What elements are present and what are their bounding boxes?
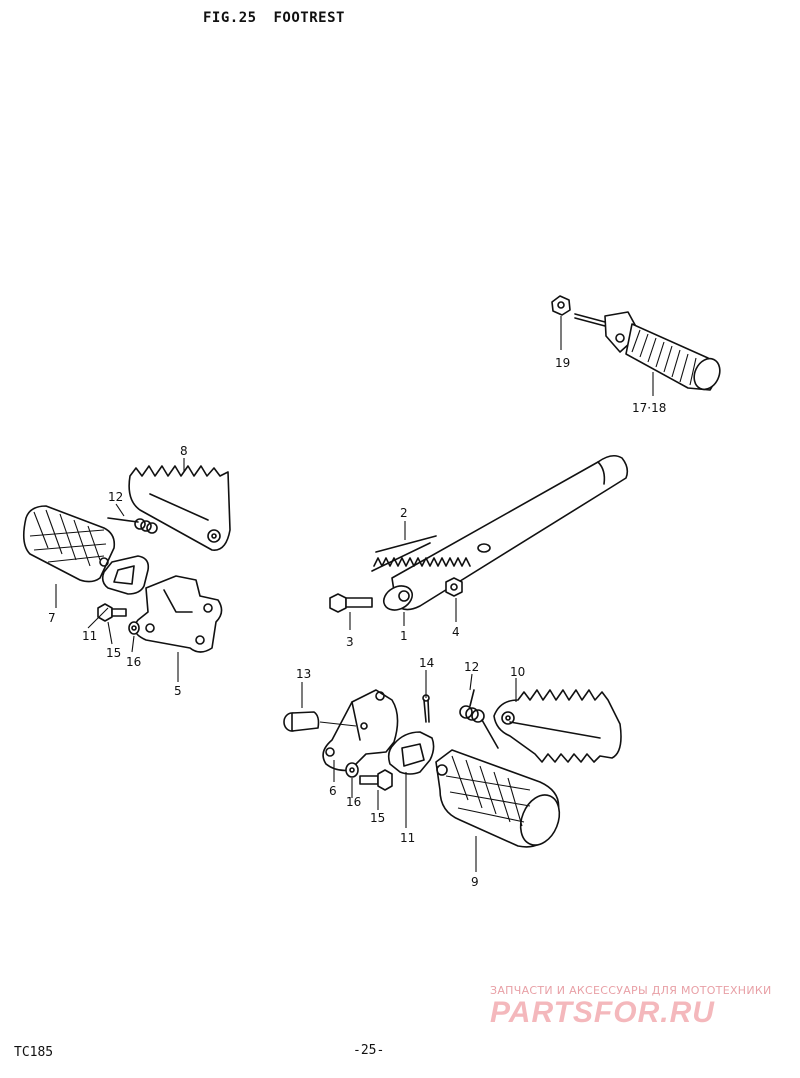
nut-part-19: [551, 295, 571, 316]
left-washer-plate-part-11: [101, 555, 150, 595]
callout-7: 7: [48, 611, 56, 625]
right-bracket-part-6: [322, 689, 399, 772]
callout-1: 1: [400, 629, 408, 643]
page-title: FIG.25 FOOTREST: [203, 10, 345, 26]
callout-6: 6: [329, 784, 337, 798]
callout-16-right: 16: [346, 795, 361, 809]
rear-footrest-rubber-part-17-18: [574, 311, 721, 391]
callout-10: 10: [510, 665, 525, 679]
pivot-pin-part-13: [283, 711, 320, 732]
right-peg-spring-part-12: [459, 689, 499, 749]
callout-12-right: 12: [464, 660, 479, 674]
stand-nut-part-4: [445, 577, 463, 597]
cotter-pin-part-14: [422, 694, 430, 723]
right-footrest-rubber-part-9: [435, 749, 561, 848]
stand-spring-part-2: [371, 535, 471, 572]
callout-11-right: 11: [400, 831, 415, 845]
callout-14: 14: [419, 656, 434, 670]
callout-17-18: 17·18: [632, 401, 666, 415]
left-bracket-part-5: [133, 575, 223, 653]
callout-19: 19: [555, 356, 570, 370]
callout-16-left: 16: [126, 655, 141, 669]
right-washer-plate-part-11: [387, 731, 435, 775]
callout-11-left: 11: [82, 629, 97, 643]
watermark-logo: PARTSFOR.RU: [490, 996, 715, 1029]
callout-9: 9: [471, 875, 479, 889]
callout-12-left: 12: [108, 490, 123, 504]
model-label: TC185: [14, 1045, 54, 1060]
right-washer-part-16: [345, 762, 359, 778]
callout-2: 2: [400, 506, 408, 520]
callout-15-left: 15: [106, 646, 121, 660]
left-washer-part-16: [128, 621, 140, 635]
callout-8: 8: [180, 444, 188, 458]
watermark-tagline: ЗАПЧАСТИ И АКСЕССУАРЫ ДЛЯ МОТОТЕХНИКИ: [490, 984, 772, 997]
callout-13: 13: [296, 667, 311, 681]
stand-bolt-part-3: [329, 593, 373, 613]
callout-4: 4: [452, 625, 460, 639]
left-footrest-rubber-part-7: [22, 505, 116, 583]
right-bolt-part-15: [359, 769, 393, 791]
side-stand-part-1: [382, 454, 629, 611]
callout-15-right: 15: [370, 811, 385, 825]
left-peg-spring-part-12: [107, 517, 158, 534]
left-bolt-part-15: [97, 603, 127, 622]
callout-3: 3: [346, 635, 354, 649]
right-footrest-peg-part-10: [493, 689, 622, 763]
callout-5: 5: [174, 684, 182, 698]
page-number: -25-: [353, 1043, 385, 1058]
left-footrest-peg-part-8: [128, 465, 231, 551]
